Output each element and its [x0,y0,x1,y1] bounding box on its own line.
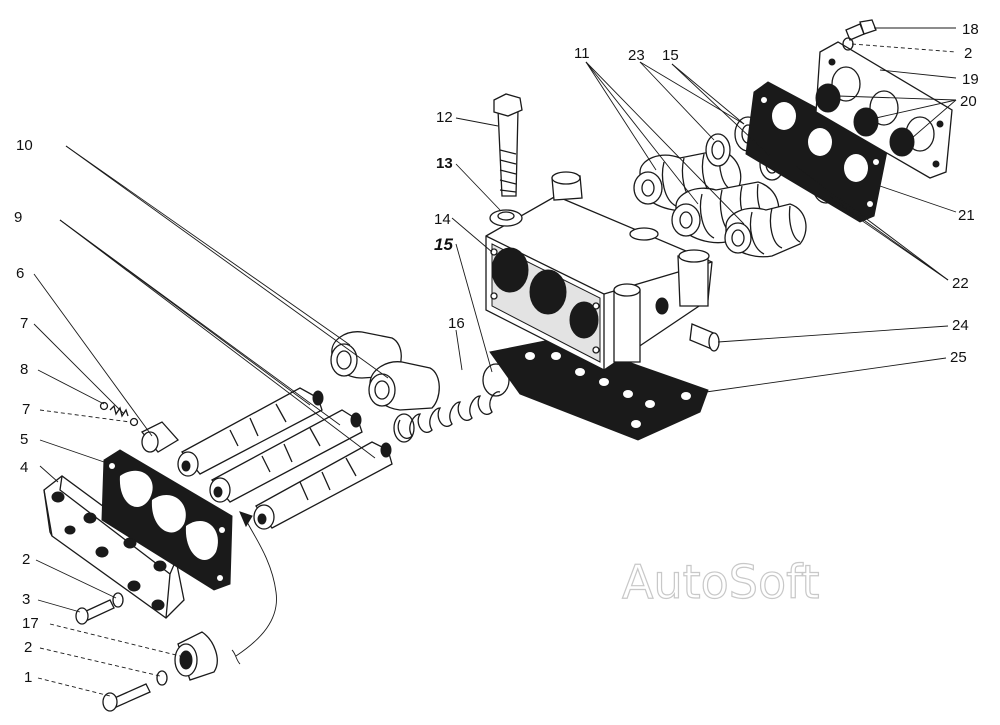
label-6: 6 [16,265,24,282]
part-snap-ring-15 [482,363,510,397]
part-bushing-17 [174,631,218,681]
label-15-upper: 15 [662,47,679,64]
part-spool-2 [209,409,363,503]
part-bolt-18 [845,19,877,41]
label-19: 19 [962,71,979,88]
label-17: 17 [22,615,39,632]
part-fitting-24 [689,323,720,352]
part-valve-body-14 [485,171,713,371]
label-11: 11 [574,45,590,62]
label-9: 9 [14,209,22,226]
part-spring-8 [109,404,129,418]
label-21: 21 [958,207,975,224]
label-16: 16 [448,315,465,332]
part-ball-7b [129,417,139,427]
label-10: 10 [16,137,33,154]
label-8: 8 [20,361,28,378]
part-washer-2b [156,670,168,686]
label-15-lower: 15 [434,235,453,254]
part-bolt-1 [102,683,151,712]
callout-labels: 10 9 6 7 8 7 5 4 2 3 17 2 1 12 13 14 15 … [14,21,979,686]
part-sleeve-6 [140,421,180,453]
label-7-bottom: 7 [22,401,30,418]
label-22: 22 [952,275,969,292]
label-24: 24 [952,317,969,334]
part-spring-16 [393,391,501,443]
part-spring-11c [724,203,807,258]
watermark-text: AutoSoft [622,555,820,609]
label-2-b: 2 [24,639,32,656]
label-18: 18 [962,21,979,38]
label-2-c: 2 [964,45,972,62]
part-gasket-21 [745,81,889,223]
part-cover-19 [815,41,953,179]
part-spool-3 [253,441,393,530]
part-bolt-12 [493,93,523,197]
label-23: 23 [628,47,645,64]
part-washer-2a [112,592,124,608]
part-rings-20 [815,83,915,157]
label-3: 3 [22,591,30,608]
part-cover-plate [43,475,185,619]
label-12: 12 [436,109,453,126]
part-washer-13 [489,209,523,227]
label-4: 4 [20,459,28,476]
label-14: 14 [434,211,451,228]
label-1: 1 [24,669,32,686]
label-2-a: 2 [22,551,30,568]
part-bolt-3 [75,599,115,625]
leader-lines [33,27,957,697]
label-7-top: 7 [20,315,28,332]
label-25: 25 [950,349,967,366]
part-ball-7 [99,401,109,411]
label-5: 5 [20,431,28,448]
part-spool-1 [177,387,324,477]
part-gasket-left [101,449,233,591]
label-20: 20 [960,93,977,110]
part-cap-2 [368,361,440,411]
label-13: 13 [436,155,453,172]
